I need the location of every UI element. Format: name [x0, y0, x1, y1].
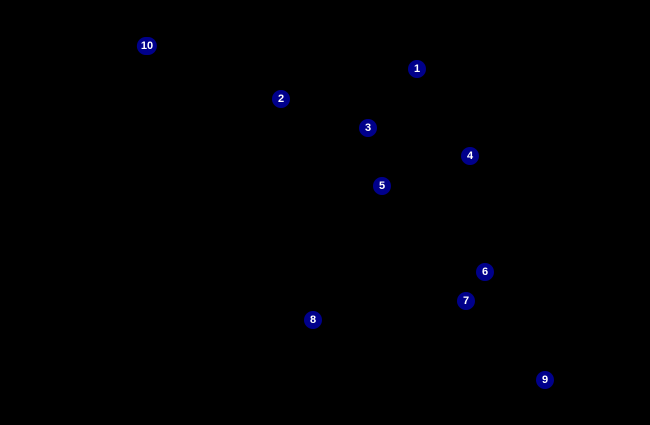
marker-5[interactable]: 5 [373, 177, 391, 195]
marker-2[interactable]: 2 [272, 90, 290, 108]
marker-7[interactable]: 7 [457, 292, 475, 310]
marker-4[interactable]: 4 [461, 147, 479, 165]
marker-10[interactable]: 10 [136, 37, 158, 55]
marker-8[interactable]: 8 [304, 311, 322, 329]
marker-3[interactable]: 3 [359, 119, 377, 137]
marker-9[interactable]: 9 [536, 371, 554, 389]
marker-6[interactable]: 6 [476, 263, 494, 281]
marker-1[interactable]: 1 [408, 60, 426, 78]
